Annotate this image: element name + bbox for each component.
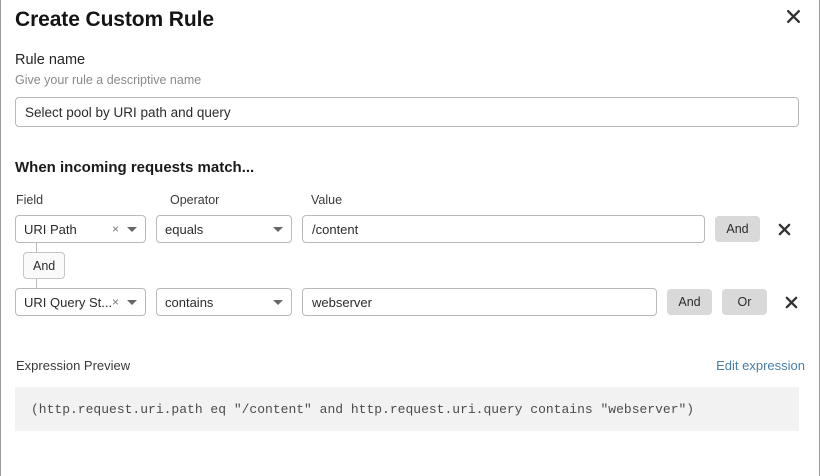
- delete-row-icon-1[interactable]: [775, 220, 793, 238]
- delete-row-icon-2[interactable]: [782, 293, 800, 311]
- rule-name-input[interactable]: [15, 97, 799, 127]
- connector-line-top: [36, 243, 37, 252]
- close-icon[interactable]: [781, 4, 805, 28]
- field-select-1-value: URI Path: [24, 221, 77, 237]
- table-row: URI Query St... × contains And Or: [15, 288, 805, 316]
- expression-preview-header: Expression Preview Edit expression: [15, 358, 805, 376]
- rule-name-label: Rule name: [15, 52, 86, 68]
- clear-icon[interactable]: ×: [111, 222, 119, 236]
- column-header-value: Value: [311, 193, 343, 207]
- field-select-1[interactable]: URI Path ×: [15, 215, 146, 243]
- chevron-down-icon: [127, 299, 137, 305]
- operator-select-1-value: equals: [165, 221, 204, 237]
- page-title: Create Custom Rule: [15, 8, 214, 31]
- connector-line-bottom: [36, 279, 37, 288]
- condition-column-headers: Field Operator Value: [15, 193, 805, 211]
- operator-select-2[interactable]: contains: [156, 288, 292, 316]
- edit-expression-link[interactable]: Edit expression: [716, 358, 805, 373]
- value-input-2[interactable]: [302, 288, 657, 316]
- connector-and-badge[interactable]: And: [23, 252, 66, 279]
- operator-select-1[interactable]: equals: [156, 215, 292, 243]
- match-heading: When incoming requests match...: [15, 159, 255, 176]
- clear-icon[interactable]: ×: [111, 295, 119, 309]
- expression-preview-label: Expression Preview: [16, 358, 131, 373]
- chevron-down-icon: [273, 299, 283, 305]
- and-button-1[interactable]: And: [715, 216, 760, 242]
- row-connector: And: [15, 243, 146, 288]
- expression-code-block: (http.request.uri.path eq "/content" and…: [15, 387, 799, 431]
- column-header-field: Field: [16, 193, 44, 207]
- rule-name-hint: Give your rule a descriptive name: [15, 73, 202, 87]
- chevron-down-icon: [273, 226, 283, 232]
- table-row: URI Path × equals And: [15, 215, 805, 243]
- field-select-2[interactable]: URI Query St... ×: [15, 288, 146, 316]
- chevron-down-icon: [127, 226, 137, 232]
- operator-select-2-value: contains: [165, 294, 214, 310]
- expression-preview-section: Expression Preview Edit expression (http…: [15, 358, 805, 431]
- column-header-operator: Operator: [170, 193, 220, 207]
- dialog-header: Create Custom Rule: [15, 0, 805, 48]
- and-button-2[interactable]: And: [667, 289, 712, 315]
- value-input-1[interactable]: [302, 215, 705, 243]
- or-button-2[interactable]: Or: [722, 289, 767, 315]
- condition-rows: And URI Path × equals And: [15, 215, 805, 316]
- field-select-2-value: URI Query St...: [24, 294, 112, 310]
